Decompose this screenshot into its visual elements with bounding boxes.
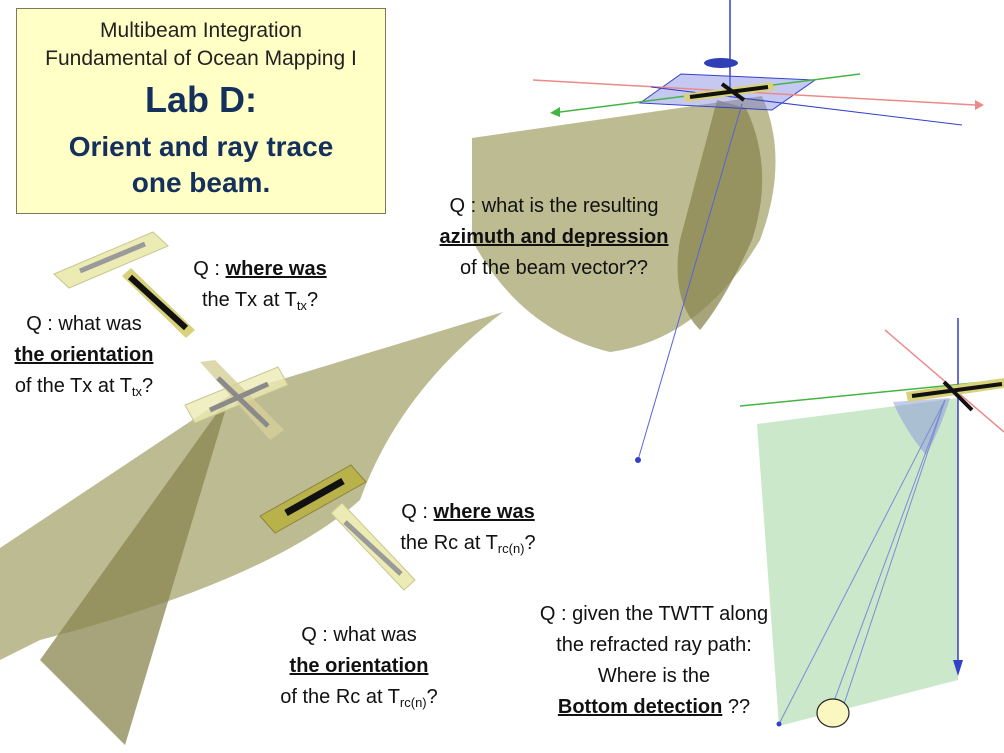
tx-previous-transducer — [53, 231, 195, 338]
left-beam-fan — [0, 312, 503, 745]
tx-where-question: Q : where was the Tx at Ttx? — [193, 258, 327, 313]
lab-title: Lab D: — [145, 79, 257, 120]
azimuth-question: Q : what is the resulting azimuth and de… — [439, 195, 669, 279]
course-name: Fundamental of Ocean Mapping I — [45, 47, 357, 70]
bottom-detection-question: Q : given the TWTT along the refracted r… — [539, 603, 769, 718]
top-right-3d-beam — [472, 0, 984, 463]
course-line: Multibeam Integration — [100, 19, 302, 42]
rc-where-question: Q : where was the Rc at Trc(n)? — [400, 501, 536, 556]
bottom-right-ray-trace — [739, 318, 1004, 728]
tx-orientation-question: Q : what was the orientation of the Tx a… — [14, 313, 154, 399]
tx-cross-transducer — [184, 360, 289, 440]
rc-transducer — [259, 464, 416, 591]
title-box: Multibeam Integration Fundamental of Oce… — [16, 8, 386, 214]
lab-subtitle-line1: Orient and ray trace — [68, 131, 334, 162]
rc-orientation-question: Q : what was the orientation of the Rc a… — [280, 624, 438, 710]
lab-subtitle-line2: one beam. — [131, 167, 271, 198]
